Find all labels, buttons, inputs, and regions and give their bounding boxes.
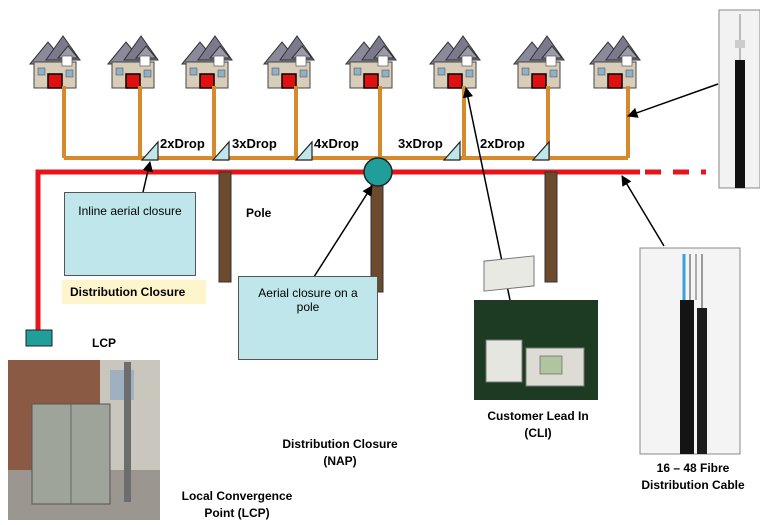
house-icon [430,36,480,88]
house-icon [182,36,232,88]
fibre-cable-label: 16 – 48 Fibre Distribution Cable [626,460,760,494]
drop-label-3: 4xDrop [314,136,359,151]
lcp-marker [26,330,52,346]
pole-1 [219,172,231,282]
cli-label: Customer Lead In (CLI) [476,408,600,442]
houses-group [30,36,640,88]
pole-label: Pole [246,206,271,220]
pole-3 [545,172,557,282]
cabinet-photo [8,360,160,520]
arrow-aerial-closure [312,186,372,280]
house-icon [108,36,158,88]
drop-label-1: 2xDrop [160,136,205,151]
house-icon [264,36,314,88]
drop-label-2: 3xDrop [232,136,277,151]
lcp-short-label: LCP [92,336,116,350]
arrow-inline-closure [143,162,150,192]
lcp-full-label: Local Convergence Point (LCP) [172,488,302,522]
inline-closure-label: Inline aerial closure [64,204,196,218]
nap-label: Distribution Closure (NAP) [270,436,410,470]
fibre-cable-photo [640,248,740,454]
drop-label-5: 2xDrop [480,136,525,151]
nap-closure-icon [364,158,392,186]
distribution-closure-label: Distribution Closure [70,285,185,299]
aerial-closure-label: Aerial closure on a pole [248,286,368,314]
arrow-fibre-cable [622,176,664,246]
drop-label-4: 3xDrop [398,136,443,151]
arrow-drop-cable-photo [628,84,718,116]
house-icon [590,36,640,88]
house-icon [514,36,564,88]
drop-cable-photo [719,10,760,188]
house-icon [30,36,80,88]
house-icon [346,36,396,88]
cli-photo [474,256,598,400]
